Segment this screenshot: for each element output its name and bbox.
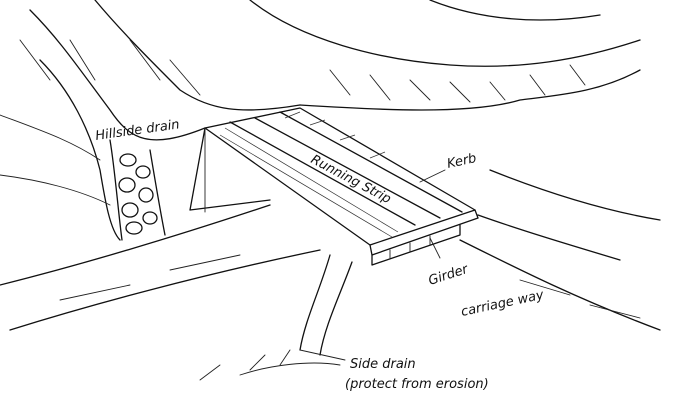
label-running-strip: Running Strip — [308, 152, 393, 207]
side-drain — [199, 254, 353, 381]
label-girder: Girder — [427, 261, 472, 288]
label-carriage-way: carriage way — [460, 288, 546, 320]
label-side-drain: Side drain — [350, 357, 416, 372]
label-kerb: Kerb — [446, 151, 478, 172]
road-carriageway — [0, 169, 661, 331]
hillside-terrain — [0, 0, 641, 241]
annotation-arrows — [299, 169, 446, 361]
hillside-drain-stones — [109, 139, 166, 241]
bridge-deck — [189, 107, 479, 256]
label-hillside-drain: Hillside drain — [94, 117, 180, 144]
label-side-drain-note: (protect from erosion) — [345, 377, 489, 392]
girder-structure — [371, 224, 461, 266]
